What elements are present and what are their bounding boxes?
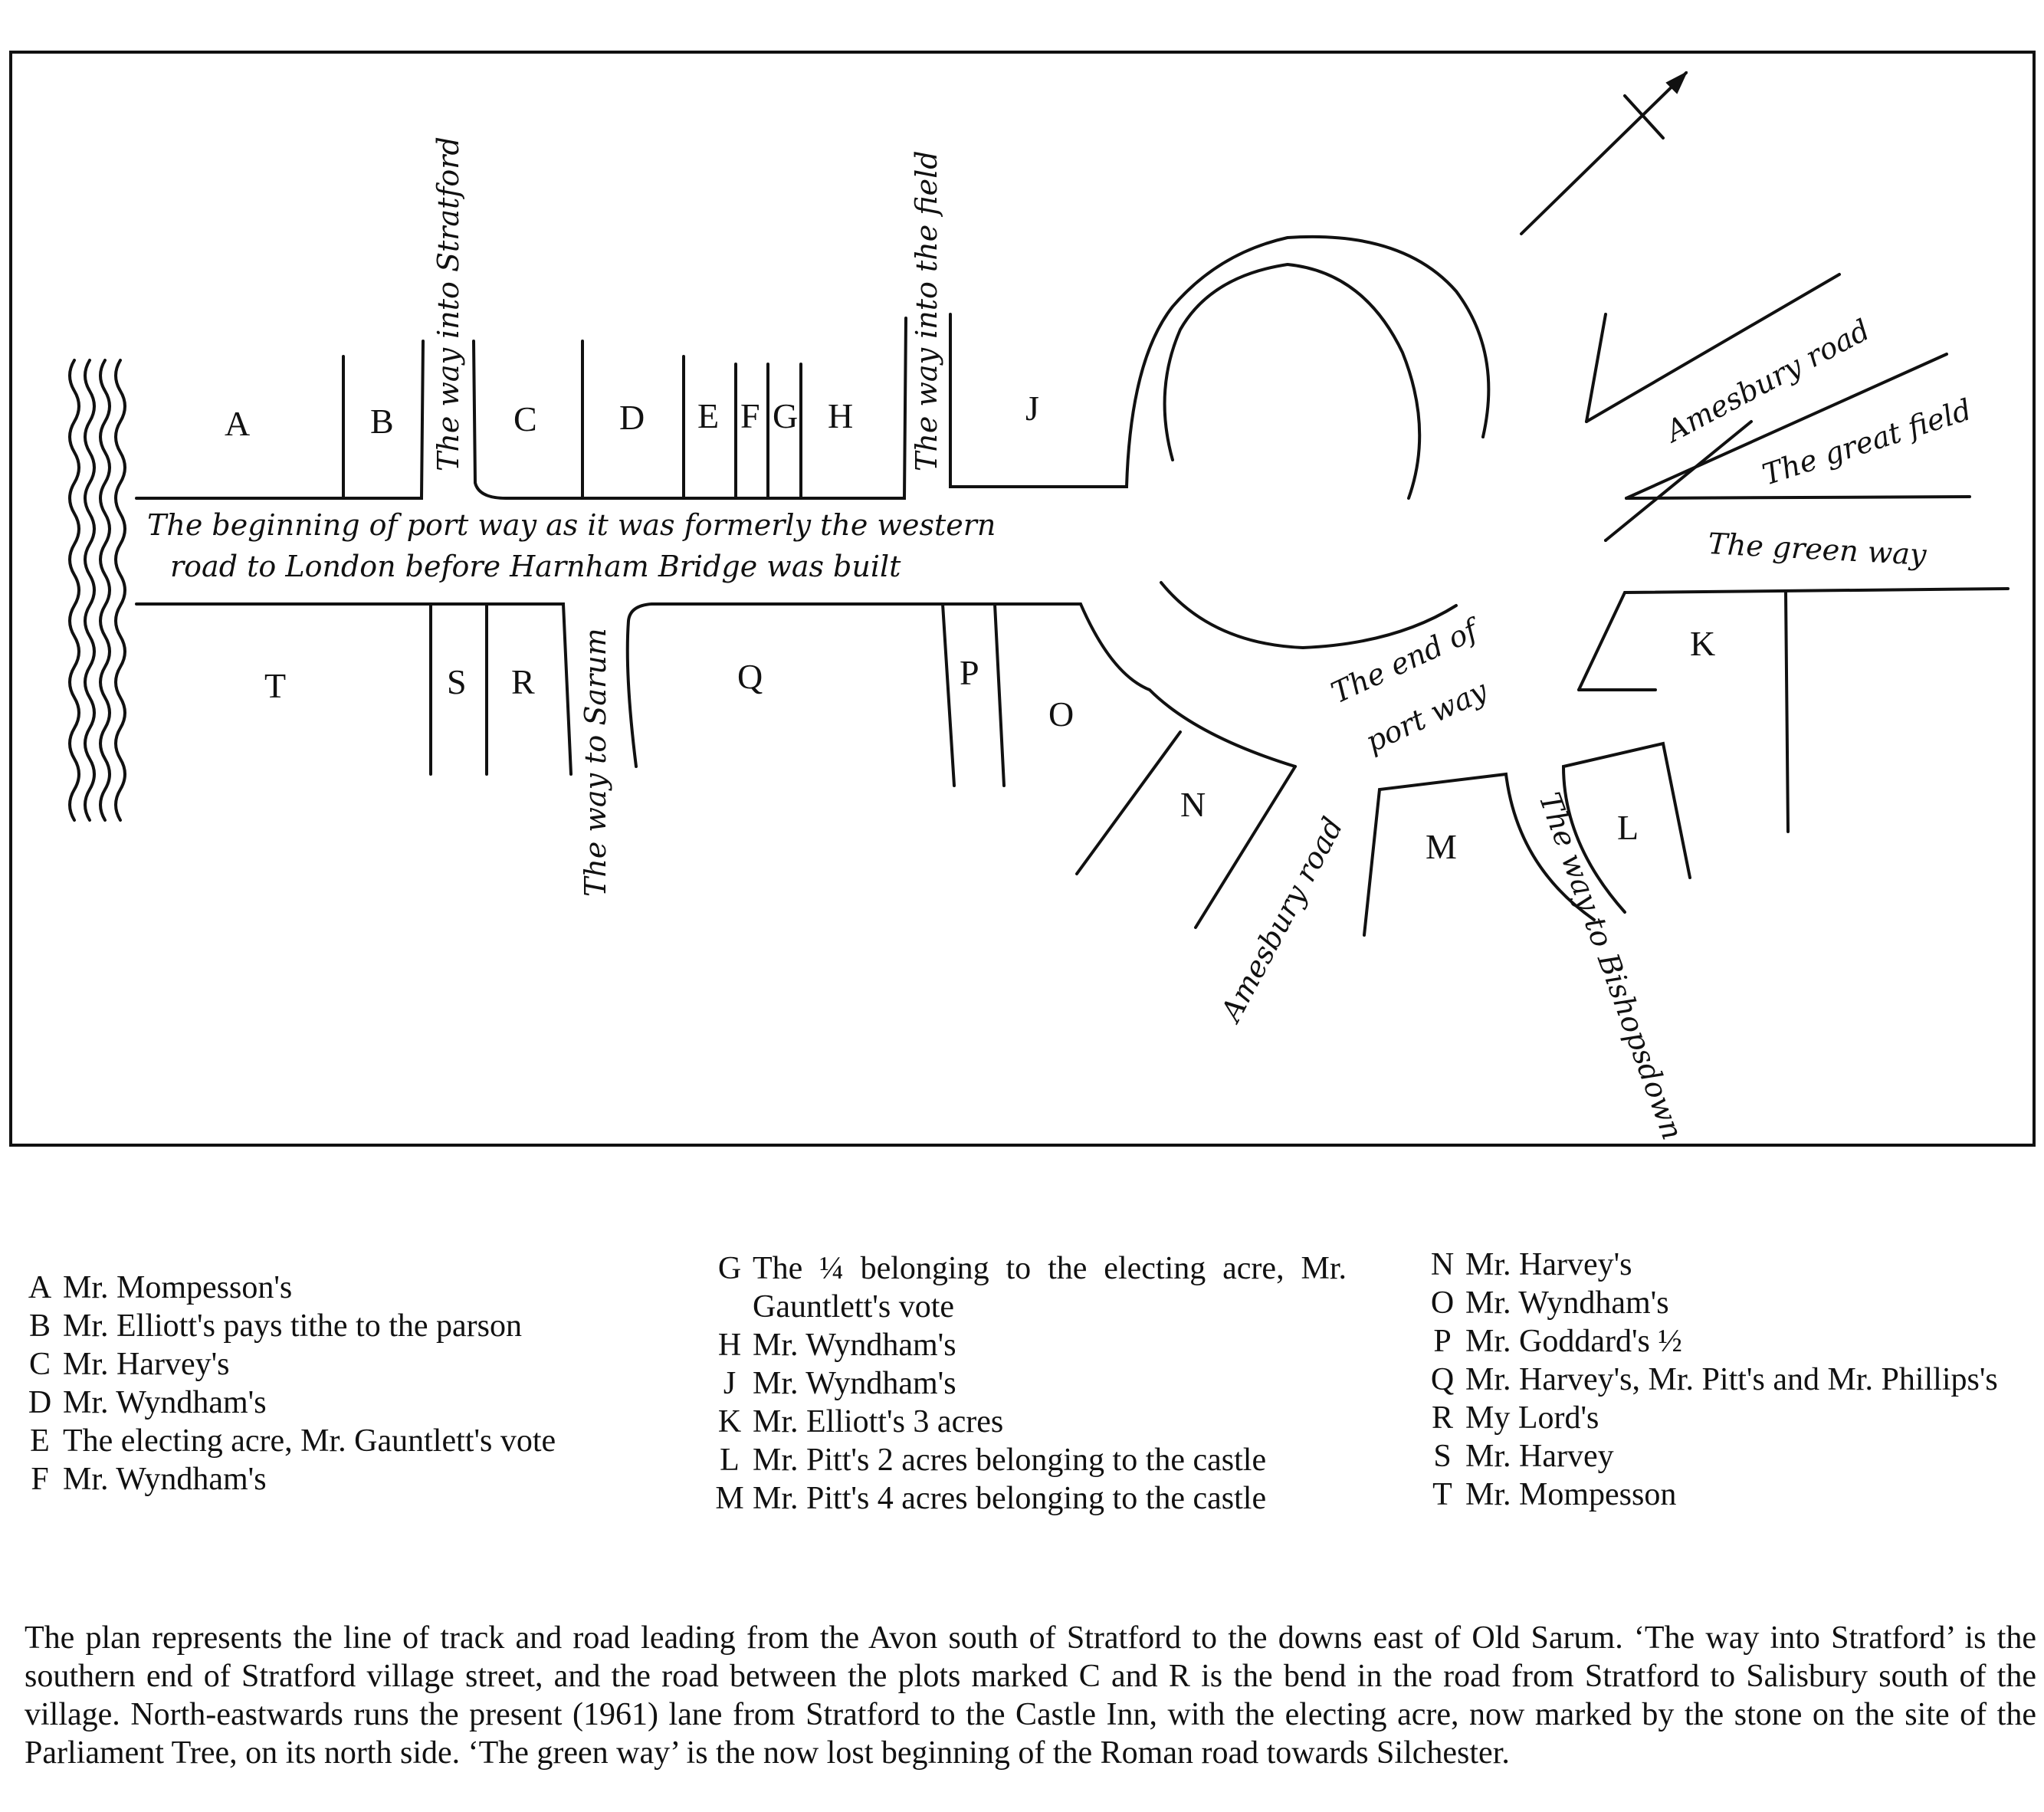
- key-item-text: The ¼ belonging to the electing acre, Mr…: [753, 1251, 1347, 1325]
- plot-label-m: M: [1426, 827, 1457, 866]
- key-item-letter: C: [28, 1347, 51, 1382]
- key-item-letter: L: [720, 1443, 740, 1478]
- key-item-letter: A: [28, 1270, 52, 1305]
- key-item-letter: H: [717, 1328, 742, 1363]
- road-label-amesbury-road-ne: Amesbury road: [1658, 313, 1875, 449]
- plot-label-f: F: [740, 396, 760, 435]
- key-item-letter: P: [1433, 1324, 1452, 1359]
- plot-label-c: C: [513, 399, 537, 438]
- key-item-text: Mr. Mompesson's: [63, 1270, 293, 1305]
- key-item: B Mr. Elliott's pays tithe to the parson: [17, 1307, 622, 1345]
- key-item-letter: R: [1431, 1400, 1453, 1436]
- key-column-2: G The ¼ belonging to the electing acre, M…: [707, 1249, 1347, 1518]
- key-item: S Mr. Harvey: [1419, 1437, 2033, 1476]
- key-item-text: Mr. Goddard's ½: [1465, 1324, 1682, 1359]
- key-item: H Mr. Wyndham's: [707, 1326, 1347, 1364]
- road-label-green-way: The green way: [1708, 527, 1928, 572]
- key-item-letter: E: [30, 1423, 50, 1459]
- plot-label-o: O: [1048, 694, 1074, 734]
- plot-label-q: Q: [737, 657, 763, 696]
- key-item-letter: K: [717, 1404, 742, 1439]
- key-item-letter: Q: [1430, 1362, 1455, 1397]
- key-item-letter: G: [717, 1251, 742, 1286]
- key-item: O Mr. Wyndham's: [1419, 1284, 2033, 1322]
- key-item: A Mr. Mompesson's: [17, 1269, 622, 1307]
- key-item-letter: N: [1430, 1247, 1455, 1282]
- key-item: G The ¼ belonging to the electing acre, M…: [707, 1249, 1347, 1326]
- key-item-text: Mr. Harvey's: [1465, 1247, 1632, 1282]
- key-item-text: Mr. Harvey: [1465, 1439, 1614, 1474]
- key-item: M Mr. Pitt's 4 acres belonging to the cas…: [707, 1479, 1347, 1518]
- plot-label-t: T: [264, 666, 286, 705]
- plot-label-h: H: [828, 396, 853, 435]
- key-item: F Mr. Wyndham's: [17, 1460, 622, 1499]
- plot-label-j: J: [1025, 389, 1039, 428]
- key-item-text: Mr. Wyndham's: [1465, 1285, 1669, 1321]
- port-way-boundaries: [135, 71, 2010, 937]
- key-item-text: Mr. Wyndham's: [63, 1385, 267, 1420]
- plot-label-e: E: [697, 396, 719, 435]
- plot-label-l: L: [1617, 808, 1639, 847]
- key-item: T Mr. Mompesson: [1419, 1476, 2033, 1514]
- key-item-letter: B: [28, 1308, 51, 1344]
- key-item: D Mr. Wyndham's: [17, 1384, 622, 1422]
- map-caption: The plan represents the line of track an…: [25, 1620, 2036, 1771]
- key-item-letter: T: [1432, 1477, 1452, 1512]
- key-item-text: Mr. Harvey's: [63, 1347, 230, 1382]
- key-item: E The electing acre, Mr. Gauntlett's vote: [17, 1422, 622, 1460]
- plot-label-s: S: [447, 662, 467, 701]
- key-item-text: Mr. Harvey's, Mr. Pitt's and Mr. Phillip…: [1465, 1362, 1998, 1397]
- key-item: R My Lord's: [1419, 1399, 2033, 1437]
- key-item-text: Mr. Pitt's 4 acres belonging to the cast…: [753, 1481, 1267, 1516]
- key-item-letter: S: [1433, 1439, 1452, 1474]
- key-item-text: Mr. Mompesson: [1465, 1477, 1677, 1512]
- key-item-letter: F: [31, 1462, 49, 1497]
- key-item: P Mr. Goddard's ½: [1419, 1322, 2033, 1361]
- road-label-way-into-field: The way into the field: [910, 150, 943, 471]
- key-item-letter: J: [723, 1366, 737, 1401]
- key-item: Q Mr. Harvey's, Mr. Pitt's and Mr. Philli…: [1419, 1361, 2033, 1399]
- road-label-port-way-line1: The beginning of port way as it was form…: [147, 508, 996, 542]
- plot-label-a: A: [225, 404, 250, 443]
- key-item: J Mr. Wyndham's: [707, 1364, 1347, 1403]
- road-label-port-way-line2: road to London before Harnham Bridge was…: [170, 550, 901, 583]
- map-frame: [9, 51, 2036, 1147]
- key-item-text: My Lord's: [1465, 1400, 1599, 1436]
- key-item: K Mr. Elliott's 3 acres: [707, 1403, 1347, 1441]
- key-item-text: Mr. Pitt's 2 acres belonging to the cast…: [753, 1443, 1267, 1478]
- key-item-text: Mr. Wyndham's: [63, 1462, 267, 1497]
- plot-label-d: D: [619, 398, 645, 437]
- road-label-way-to-sarum: The way to Sarum: [579, 628, 612, 897]
- key-item-text: The electing acre, Mr. Gauntlett's vote: [63, 1423, 556, 1459]
- plot-label-g: G: [773, 396, 798, 435]
- key-item-letter: O: [1430, 1285, 1455, 1321]
- plan-map: A B C D E F G H J K L M N O P Q R S T Th…: [68, 71, 2010, 1144]
- key-item-text: Mr. Wyndham's: [753, 1328, 956, 1363]
- road-label-great-field: The great field: [1758, 392, 1975, 492]
- road-label-amesbury-road-s: Amesbury road: [1213, 812, 1350, 1029]
- road-label-way-into-stratford: The way into Stratford: [431, 136, 465, 471]
- plot-label-n: N: [1180, 785, 1206, 824]
- plot-label-r: R: [511, 662, 535, 701]
- key-item: C Mr. Harvey's: [17, 1345, 622, 1384]
- key-item-text: Mr. Wyndham's: [753, 1366, 956, 1401]
- key-item-letter: M: [715, 1481, 744, 1516]
- key-item-text: Mr. Elliott's pays tithe to the parson: [63, 1308, 523, 1344]
- plot-label-k: K: [1690, 624, 1715, 663]
- key-item: L Mr. Pitt's 2 acres belonging to the cas…: [707, 1441, 1347, 1479]
- key-item: N Mr. Harvey's: [1419, 1246, 2033, 1284]
- river-avon: [68, 359, 126, 822]
- plot-label-p: P: [960, 653, 979, 692]
- key-item-text: Mr. Elliott's 3 acres: [753, 1404, 1004, 1439]
- key-item-letter: D: [28, 1385, 52, 1420]
- plot-label-b: B: [370, 402, 394, 441]
- road-label-way-to-bishopsdown: The way to Bishopsdown: [1533, 788, 1690, 1144]
